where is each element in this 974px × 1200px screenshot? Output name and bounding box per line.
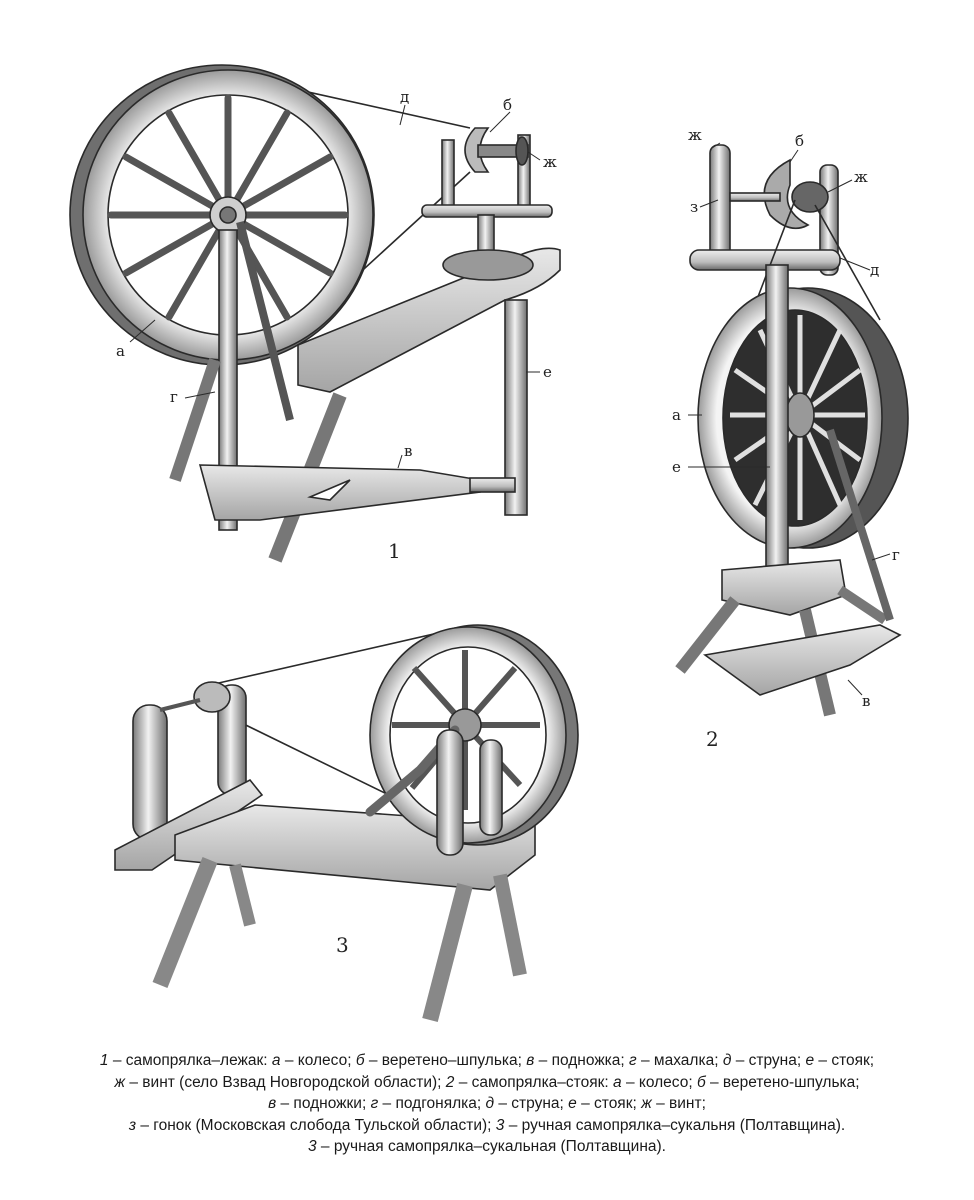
fig2-flyer (763, 158, 810, 230)
fig3-leg-back-right (422, 882, 473, 1023)
fig1-leg-left (169, 358, 221, 482)
caption-line-2: ж – винт (село Взвад Новгородской област… (114, 1073, 860, 1091)
fig2-wheel-hub (785, 392, 815, 438)
fig3-leg-front-right (493, 873, 527, 977)
figure-1-spinning-wheel-lezhak (69, 64, 561, 563)
fig1-spindle-post-left (441, 139, 455, 211)
fig1-leg-e (504, 299, 528, 516)
fig3-wheel-post-back (479, 739, 503, 836)
fig3-leg-front-left (229, 863, 256, 927)
fig1-label-a: а (116, 342, 125, 360)
fig1-treadle (198, 464, 481, 521)
fig3-left-upright (132, 704, 168, 841)
caption-line-4: з – гонок (Московская слобода Тульской о… (128, 1116, 846, 1134)
caption-line-3: в – подножки; г – подгонялка; д – струна… (268, 1095, 706, 1112)
fig2-crossbar (689, 249, 841, 271)
fig1-crank (236, 221, 294, 421)
fig2-label-v: в (862, 692, 870, 710)
fig2-base-block (721, 559, 847, 616)
fig2-leg-right (837, 585, 888, 625)
fig2-label-g: г (892, 546, 900, 564)
figure-caption: 1 – самопрялка–лежак: а – колесо; б – ве… (20, 1050, 954, 1158)
fig2-label-e: е (672, 458, 681, 476)
fig2-gonok-z (729, 192, 781, 202)
fig2-leg-left (675, 596, 740, 674)
fig3-leg-back-left (152, 857, 218, 988)
fig2-central-post-e (765, 264, 789, 581)
fig2-bobbin (791, 181, 829, 213)
fig1-label-e: е (543, 363, 552, 381)
fig2-label-z: з (690, 198, 698, 216)
fig2-label-zh-right: ж (854, 168, 868, 186)
figure-2-spinning-wheel-stoyak (675, 142, 909, 717)
fig1-label-d: д (400, 88, 409, 106)
fig2-label-b: б (795, 132, 804, 150)
fig2-label-zh-left: ж (688, 126, 702, 144)
fig1-label-b: б (503, 96, 512, 114)
fig1-treadle-cutout (307, 479, 351, 501)
caption-line-5: 3 – ручная самопрялка–сукальная (Полтавщ… (307, 1138, 666, 1155)
fig3-drive-string (209, 627, 461, 686)
fig2-treadle (702, 624, 902, 696)
fig2-label-d: д (870, 261, 879, 279)
spinning-wheels-illustration: д б ж е в г а 1 (69, 64, 909, 1023)
fig3-number: 3 (336, 933, 349, 957)
fig3-spindle (159, 698, 201, 712)
fig2-crank-g (826, 428, 894, 622)
fig1-spindle-stand (477, 214, 495, 256)
fig1-number: 1 (388, 539, 401, 563)
figure-3-hand-spinning-wheel (114, 624, 579, 1023)
figure-3-labels: 3 (336, 933, 349, 957)
fig3-wheel-post-front (436, 729, 464, 856)
fig1-treadle-bar (469, 477, 516, 493)
fig1-label-g: г (170, 388, 178, 406)
fig2-left-upright (709, 144, 731, 266)
fig1-flyer (464, 127, 490, 173)
fig2-number: 2 (706, 727, 719, 751)
figure-2-labels: ж б ж з д а е г в 2 (672, 126, 900, 751)
fig2-label-a: а (672, 406, 681, 424)
fig1-wheel-post (218, 229, 238, 531)
fig1-screw-zh (515, 136, 529, 166)
fig1-spindle-base (442, 249, 534, 281)
figure-1-labels: д б ж е в г а 1 (116, 88, 557, 563)
fig1-label-v: в (404, 442, 412, 460)
fig1-label-zh: ж (543, 153, 557, 171)
caption-line-1: 1 – самопрялка–лежак: а – колесо; б – ве… (99, 1052, 875, 1069)
fig3-spindle-pulley (193, 681, 231, 713)
fig2-drive-string-right (814, 204, 881, 321)
fig1-wheel-axle (219, 206, 237, 224)
